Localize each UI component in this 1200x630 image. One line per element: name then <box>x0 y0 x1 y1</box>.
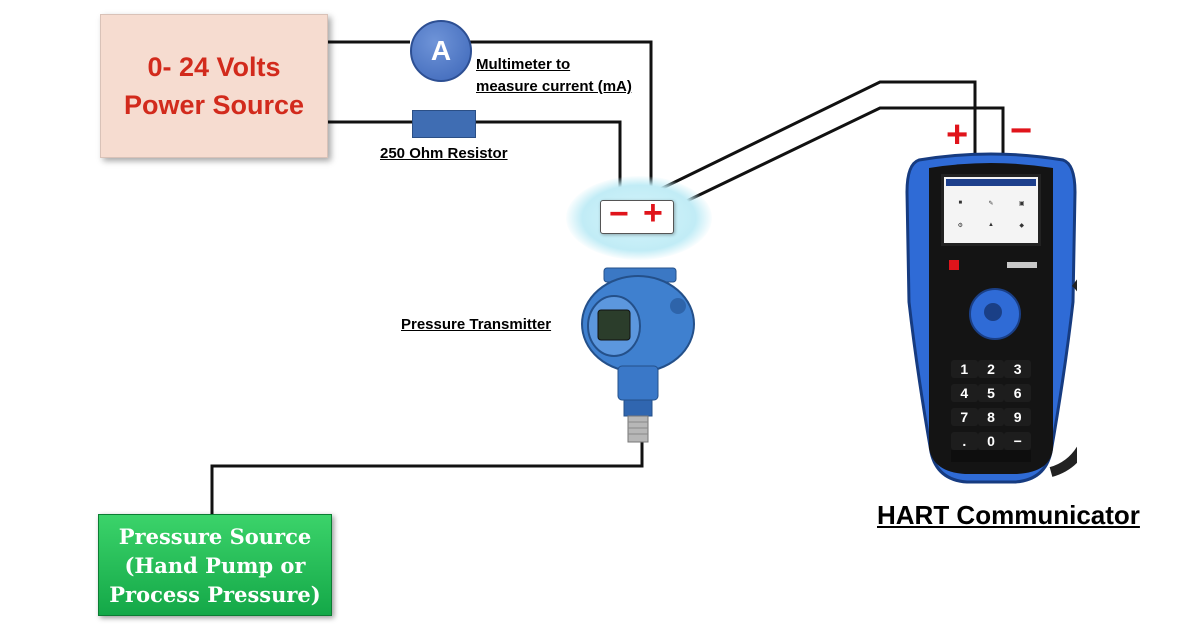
wire-ammeter-to-terminal-plus <box>468 40 653 200</box>
power-source-line1: 0- 24 Volts <box>147 52 281 82</box>
wire-hart-plus <box>637 80 977 202</box>
hart-key: 1 <box>951 360 978 378</box>
power-source-line2: Power Source <box>123 90 305 120</box>
hart-minus-sign: − <box>1010 110 1033 152</box>
resistor-icon <box>412 110 476 138</box>
pressure-source-line3: Process Pressure) <box>109 581 321 607</box>
transmitter-terminal-block: − + <box>600 194 674 234</box>
hart-key: 5 <box>977 384 1005 402</box>
pressure-source-box: Pressure Source (Hand Pump or Process Pr… <box>98 514 332 616</box>
hart-enter-key <box>984 303 1002 321</box>
terminal-minus: − <box>609 195 629 233</box>
pressure-transmitter-icon <box>581 267 695 443</box>
hart-key: 2 <box>977 360 1005 378</box>
hart-key: − <box>1004 432 1031 450</box>
hart-brand-strip <box>949 260 1037 270</box>
transmitter-label: Pressure Transmitter <box>401 316 552 333</box>
hart-plus-sign: + <box>946 114 969 156</box>
hart-screen-icon: ▲ <box>988 221 994 228</box>
multimeter-label-line2: measure current (mA) <box>476 78 632 95</box>
wire-pressure-line <box>210 442 644 514</box>
ammeter-symbol: A <box>430 35 452 66</box>
hart-bottom-strip <box>951 450 1031 462</box>
hart-key: 6 <box>1004 384 1031 402</box>
terminal-plus: + <box>643 194 663 232</box>
hart-label: HART Communicator <box>877 500 1140 530</box>
hart-screen-icon: ■ <box>958 200 963 207</box>
ammeter-circle-icon: A <box>410 20 472 82</box>
hart-screen-icon: ▣ <box>1018 201 1025 208</box>
hart-screen-icon: ⚙ <box>957 222 964 229</box>
hart-key: . <box>951 432 978 450</box>
wire-hart-minus <box>667 106 1005 212</box>
pressure-source-line2: (Hand Pump or <box>124 552 306 578</box>
hart-screen-icon: ◆ <box>1019 222 1024 229</box>
power-source-box: 0- 24 Volts Power Source <box>100 14 328 158</box>
multimeter-label-line1: Multimeter to <box>476 56 571 73</box>
hart-key: 8 <box>977 408 1005 426</box>
hart-key: 3 <box>1004 360 1031 378</box>
hart-key: 9 <box>1004 408 1031 426</box>
hart-key: 4 <box>951 384 978 402</box>
pressure-source-line1: Pressure Source <box>118 523 312 549</box>
hart-screen-icon: ✎ <box>988 201 994 208</box>
wires <box>210 40 1005 514</box>
wire-resistor-to-terminal-minus <box>474 120 622 200</box>
hart-key: 0 <box>977 432 1005 450</box>
hart-keypad: 1 2 3 4 5 6 7 8 9 . 0 − <box>951 360 1031 450</box>
hart-communicator-icon: ■ ✎ ▣ ⚙ ▲ ◆ 1 2 3 4 5 6 7 8 9 . 0 − <box>905 152 1077 484</box>
resistor-label: 250 Ohm Resistor <box>380 145 508 162</box>
hart-screen-title-bar <box>946 179 1036 186</box>
hart-screen: ■ ✎ ▣ ⚙ ▲ ◆ <box>941 174 1041 246</box>
multimeter-label: Multimeter to measure current (mA) <box>476 54 632 98</box>
hart-key: 7 <box>951 408 978 426</box>
